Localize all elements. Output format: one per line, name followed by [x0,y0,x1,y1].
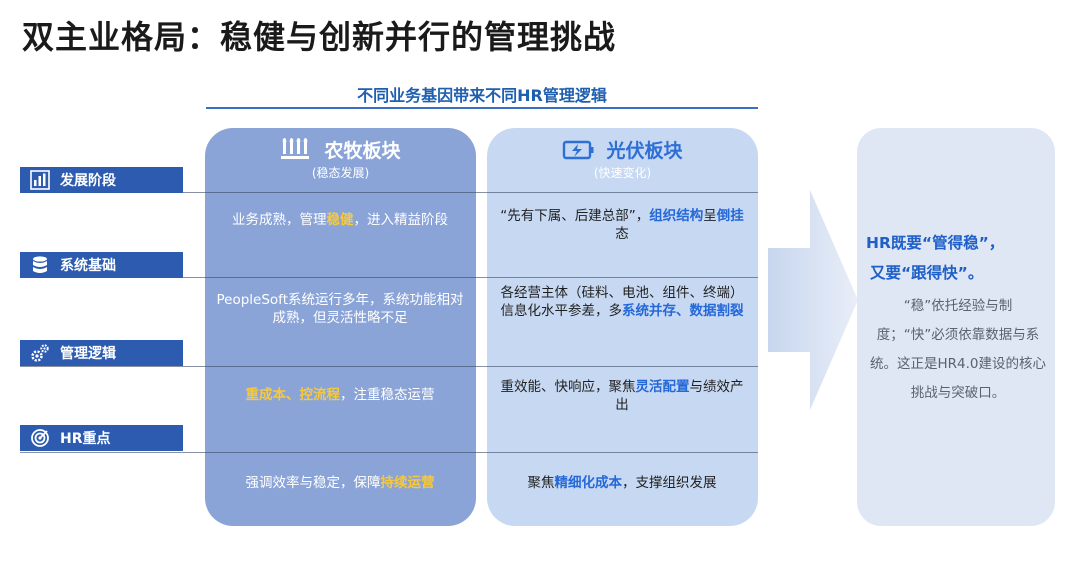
agri-subtitle: (稳态发展) [311,166,370,180]
cell-text: ，注重稳态运营 [340,387,435,403]
target-icon [31,429,49,447]
agri-column-header: 农牧板块 (稳态发展) [205,136,476,181]
cell-text: 强调效率与稳定，保障 [245,475,381,491]
cell-text: PeopleSoft系统运行多年，系统功能相对成熟，但灵活性略不足 [216,292,464,326]
pv-column [487,128,758,526]
row-label-text: 发展阶段 [60,173,116,189]
agri-title: 农牧板块 [324,140,401,162]
highlight-text: 组织结构 [649,208,704,224]
highlight-text: 持续运营 [380,475,435,491]
agri-stage-cell: 业务成熟，管理稳健，进入精益阶段 [212,211,468,229]
highlight-text: 灵活配置 [635,379,690,395]
cell-text: ，进入精益阶段 [353,212,449,228]
conclusion-line-1: HR既要“管得稳”， [866,234,1005,252]
bar-chart-icon [30,170,50,190]
row-label-system: 系统基础 [20,252,183,278]
pv-stage-cell: “先有下属、后建总部”，组织结构呈倒挂态 [494,207,750,243]
conclusion-panel [857,128,1055,526]
highlight-text: 倒挂 [716,208,744,224]
cell-text: 各经营主体（硅料、电池、组件、终端）信息化水平参差，多 [500,285,744,319]
cell-text: 态 [615,226,629,242]
page-title: 双主业格局：稳健与创新并行的管理挑战 [22,18,617,56]
diagram-subtitle: 不同业务基因带来不同HR管理逻辑 [357,86,607,105]
gears-icon [31,344,49,362]
cell-text: 业务成熟，管理 [232,212,327,228]
row-divider [20,452,758,453]
row-label-logic: 管理逻辑 [20,340,183,366]
agri-column [205,128,476,526]
row-label-hr: HR重点 [20,425,183,451]
cell-text: 重效能、快响应，聚焦 [500,379,636,395]
pv-hr-cell: 聚焦精细化成本，支撑组织发展 [494,474,750,492]
cell-text: 呈 [703,208,717,224]
highlight-text: 稳健 [326,212,354,228]
pv-title: 光伏板块 [606,140,683,162]
wheat-icon [281,137,310,159]
subtitle-underline [206,107,758,109]
conclusion-line-2: 又要“跟得快”。 [870,264,984,282]
pv-system-cell: 各经营主体（硅料、电池、组件、终端）信息化水平参差，多系统并存、数据割裂 [494,284,750,320]
agri-system-cell: PeopleSoft系统运行多年，系统功能相对成熟，但灵活性略不足 [212,291,468,327]
conclusion-body: “稳”依托经验与制度；“快”必须依靠数据与系统。这正是HR4.0建设的核心挑战与… [870,298,1047,401]
highlight-text: 精细化成本 [554,475,623,491]
row-divider [20,277,758,278]
row-label-stage: 发展阶段 [20,167,183,193]
conclusion-lead: HR既要“管得稳”， 又要“跟得快”。 [866,228,1046,288]
pv-column-header: 光伏板块 (快速变化) [487,136,758,181]
row-label-text: HR重点 [60,431,111,447]
highlight-text: 系统并存、数据割裂 [622,303,744,319]
row-divider [20,366,758,367]
row-label-text: 系统基础 [60,258,116,274]
pv-logic-cell: 重效能、快响应，聚焦灵活配置与绩效产出 [494,378,750,414]
agri-hr-cell: 强调效率与稳定，保障持续运营 [212,474,468,492]
cell-text: 聚焦 [527,475,555,491]
cell-text: ，支撑组织发展 [622,475,717,491]
row-divider [20,192,758,193]
row-label-text: 管理逻辑 [60,346,116,362]
database-icon [33,256,47,273]
right-arrow [768,190,858,410]
pv-subtitle: (快速变化) [593,166,652,180]
highlight-text: 重成本、控流程 [245,387,341,403]
cell-text: 与绩效产出 [615,379,744,413]
agri-logic-cell: 重成本、控流程，注重稳态运营 [212,386,468,404]
cell-text: “先有下属、后建总部”， [500,208,650,224]
battery-icon [563,140,594,159]
